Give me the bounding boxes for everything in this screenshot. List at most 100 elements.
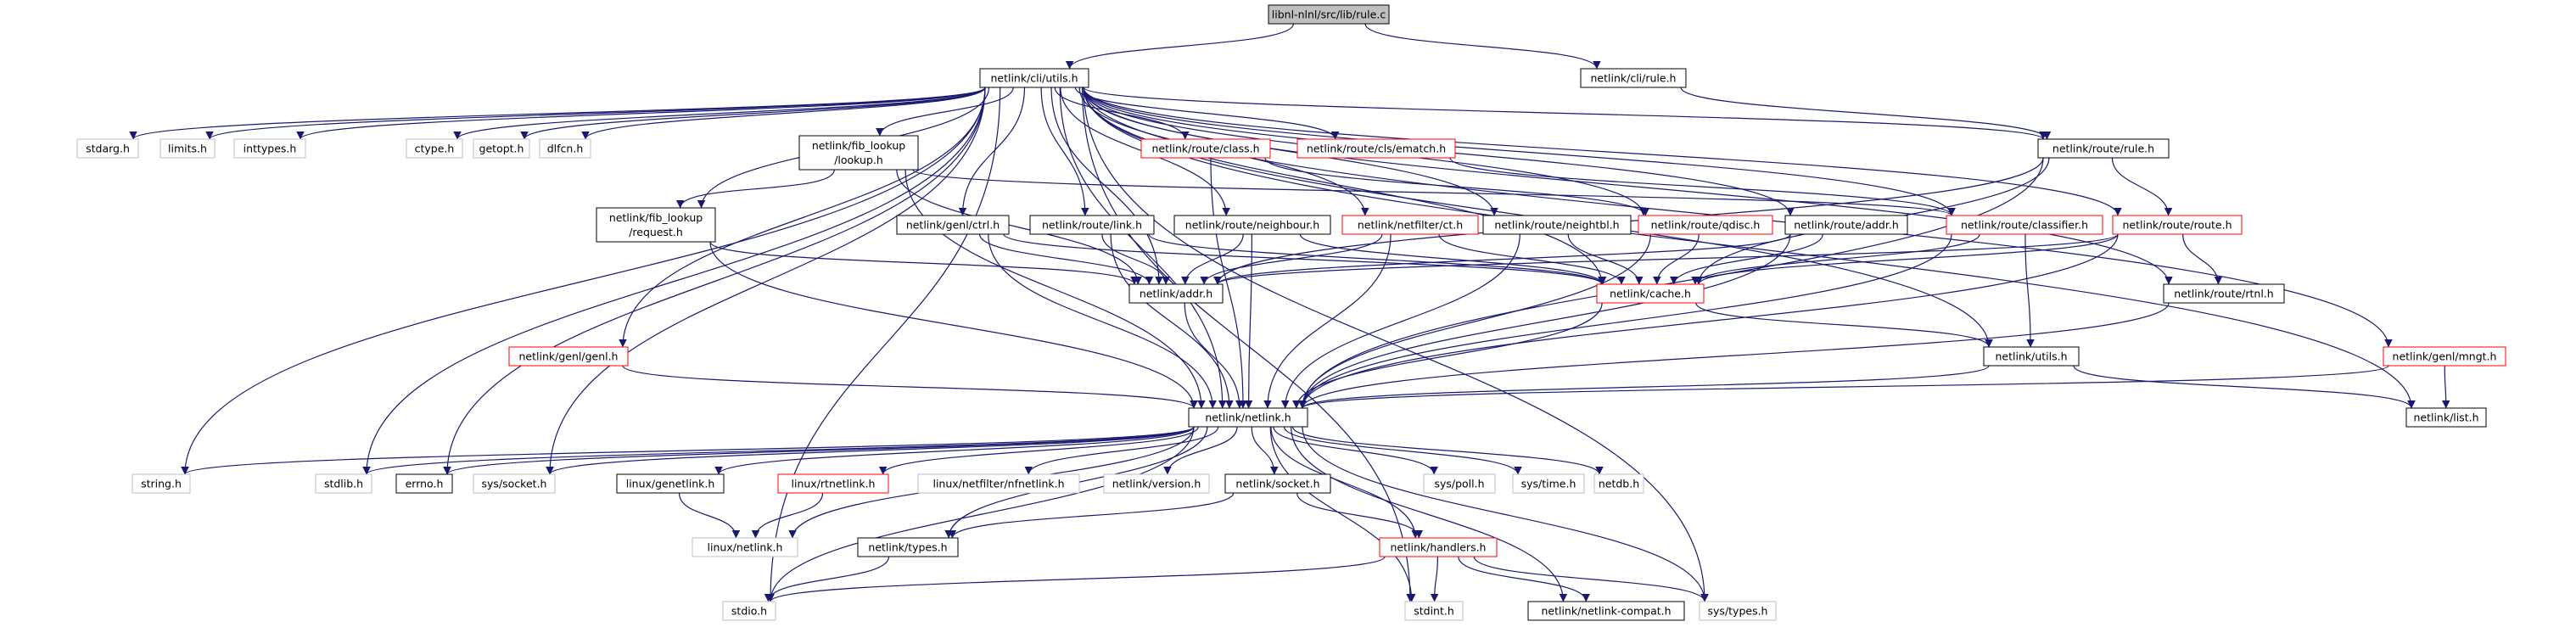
node-sys_time: sys/time.h [1512, 473, 1585, 494]
node-errno_h[interactable]: errno.h [395, 473, 453, 494]
edge-netlink_h-to-sys_socket [546, 426, 1195, 475]
node-route_rtnl[interactable]: netlink/route/rtnl.h [2163, 283, 2285, 304]
node-nl_handlers[interactable]: netlink/handlers.h [1379, 537, 1498, 557]
edge-route_class-to-netlink_h [1210, 157, 1247, 409]
edge-route_class-to-route_qdisc [1264, 157, 1649, 216]
node-label-netdb: netdb.h [1599, 478, 1639, 490]
edge-cli_utils-to-netlink_h [1059, 87, 1227, 409]
node-genl_mngt[interactable]: netlink/genl/mngt.h [2383, 346, 2506, 367]
node-route_neighbour[interactable]: netlink/route/neighbour.h [1173, 215, 1331, 235]
node-box-route_classifier [1946, 215, 2103, 235]
node-linux_rtnetlink[interactable]: linux/rtnetlink.h [777, 473, 889, 494]
node-route_classifier[interactable]: netlink/route/classifier.h [1946, 215, 2103, 235]
node-label-stdlib_h: stdlib.h [324, 478, 363, 490]
node-netfilter_ct[interactable]: netlink/netfilter/ct.h [1341, 215, 1479, 235]
node-genl_ctrl[interactable]: netlink/genl/ctrl.h [896, 215, 1010, 235]
node-getopt: getopt.h [473, 138, 530, 159]
node-lib_lookup[interactable]: netlink/fib_lookup/lookup.h [798, 135, 919, 171]
node-label-dlfcn: dlfcn.h [547, 143, 584, 155]
node-addr[interactable]: netlink/addr.h [1128, 283, 1224, 304]
node-compat[interactable]: netlink/netlink-compat.h [1527, 601, 1685, 621]
node-fib_request[interactable]: netlink/fib_lookup/request.h [596, 207, 716, 243]
node-label-cls_ematch: netlink/route/cls/ematch.h [1307, 143, 1446, 155]
edge-route_neighbour-to-addr [1181, 233, 1244, 285]
node-box-fib_request [596, 207, 716, 243]
edge-route_route-to-addr [1213, 233, 2119, 285]
node-netlink_h[interactable]: netlink/netlink.h [1188, 407, 1308, 428]
node-label-errno_h: errno.h [406, 478, 444, 490]
node-box-stdarg [76, 138, 139, 159]
node-box-string_h [132, 473, 191, 494]
node-label-route_qdisc: netlink/route/qdisc.h [1651, 219, 1761, 232]
node-route_link[interactable]: netlink/route/link.h [1029, 215, 1155, 235]
node-route_route[interactable]: netlink/route/route.h [2112, 215, 2243, 235]
node-nl_utils[interactable]: netlink/utils.h [1983, 346, 2080, 367]
edge-cli_utils-to-stdarg [129, 87, 986, 140]
node-netdb: netdb.h [1593, 473, 1644, 494]
node-box-cli_utils [979, 68, 1089, 88]
node-label-stdarg: stdarg.h [86, 143, 130, 155]
node-list_h[interactable]: netlink/list.h [2405, 407, 2487, 428]
edge-route_classifier-to-netlink_h [1298, 233, 1952, 409]
node-nl_version: netlink/version.h [1103, 473, 1210, 494]
node-box-sys_types [1699, 601, 1777, 621]
node-label-nl_version: netlink/version.h [1112, 478, 1201, 490]
node-label-cache: netlink/cache.h [1610, 288, 1691, 300]
node-box-nfnetlink [917, 473, 1080, 494]
node-route_class[interactable]: netlink/route/class.h [1140, 138, 1271, 159]
node-label-addr: netlink/addr.h [1140, 288, 1212, 300]
node-cache[interactable]: netlink/cache.h [1596, 283, 1705, 304]
edge-netlink_h-to-stdint_h [1269, 426, 1416, 602]
node-box-netfilter_ct [1341, 215, 1479, 235]
edge-route_classifier-to-nl_utils [2024, 233, 2035, 348]
node-route_neightbl[interactable]: netlink/route/neightbl.h [1482, 215, 1632, 235]
node-route_rule[interactable]: netlink/route/rule.h [2037, 138, 2170, 159]
edge-cli_utils-to-errno_h [443, 87, 986, 475]
edge-netlink_h-to-sys_time [1283, 426, 1522, 475]
edge-cli_utils-to-getopt [520, 87, 986, 140]
edge-nl_handlers-to-stdio_h [766, 556, 1386, 602]
node-nl_types[interactable]: netlink/types.h [857, 537, 959, 557]
node-box-linux_rtnetlink [777, 473, 889, 494]
node-label-route_rtnl: netlink/route/rtnl.h [2174, 288, 2273, 300]
edge-cli_utils-to-route_rule [1083, 87, 2047, 140]
node-genl_genl[interactable]: netlink/genl/genl.h [508, 346, 629, 367]
edge-route_addr-to-cache [1669, 233, 1823, 285]
node-nl_socket[interactable]: netlink/socket.h [1224, 473, 1331, 494]
node-label-netfilter_ct: netlink/netfilter/ct.h [1358, 219, 1463, 232]
node-label-route_classifier: netlink/route/classifier.h [1961, 219, 2088, 232]
edge-genl_genl-to-netlink_h [622, 365, 1198, 409]
node-cli_rule[interactable]: netlink/cli/rule.h [1580, 68, 1687, 88]
edge-route_qdisc-to-netlink_h [1298, 233, 1651, 409]
node-label-nl_utils: netlink/utils.h [1995, 350, 2067, 363]
edge-netlink_h-to-sys_poll [1273, 426, 1438, 475]
node-label-rule_c: libnl-nlnl/src/lib/rule.c [1272, 8, 1386, 21]
node-route_qdisc[interactable]: netlink/route/qdisc.h [1638, 215, 1773, 235]
node-cls_ematch[interactable]: netlink/route/cls/ematch.h [1296, 138, 1456, 159]
node-rule_c[interactable]: libnl-nlnl/src/lib/rule.c [1268, 4, 1390, 25]
edge-cli_utils-to-stdio_h [766, 87, 1001, 602]
node-ctype: ctype.h [406, 138, 463, 159]
node-box-linux_genetlink [616, 473, 725, 494]
node-label-sys_socket: sys/socket.h [482, 478, 547, 490]
node-stdio_h: stdio.h [722, 601, 776, 621]
node-box-nl_socket [1224, 473, 1331, 494]
node-box-cli_rule [1580, 68, 1687, 88]
node-cli_utils[interactable]: netlink/cli/utils.h [979, 68, 1089, 88]
node-box-cache [1596, 283, 1705, 304]
node-box-netdb [1593, 473, 1644, 494]
node-box-getopt [473, 138, 530, 159]
node-box-sys_socket [473, 473, 556, 494]
node-label-stdint_h: stdint.h [1414, 605, 1454, 618]
node-box-route_qdisc [1638, 215, 1773, 235]
node-box-route_link [1029, 215, 1155, 235]
edge-cache-to-netlink_h [1292, 302, 1603, 409]
node-linux_genetlink[interactable]: linux/genetlink.h [616, 473, 725, 494]
edge-genl_ctrl-to-addr [978, 233, 1154, 285]
edge-cli_utils-to-genl_ctrl [958, 87, 1026, 216]
node-stdint_h: stdint.h [1404, 601, 1464, 621]
edge-netlink_h-to-errno_h [443, 426, 1195, 475]
node-label-linux_netlink: linux/netlink.h [708, 541, 783, 554]
node-route_addr[interactable]: netlink/route/addr.h [1784, 215, 1908, 235]
node-string_h: string.h [132, 473, 191, 494]
